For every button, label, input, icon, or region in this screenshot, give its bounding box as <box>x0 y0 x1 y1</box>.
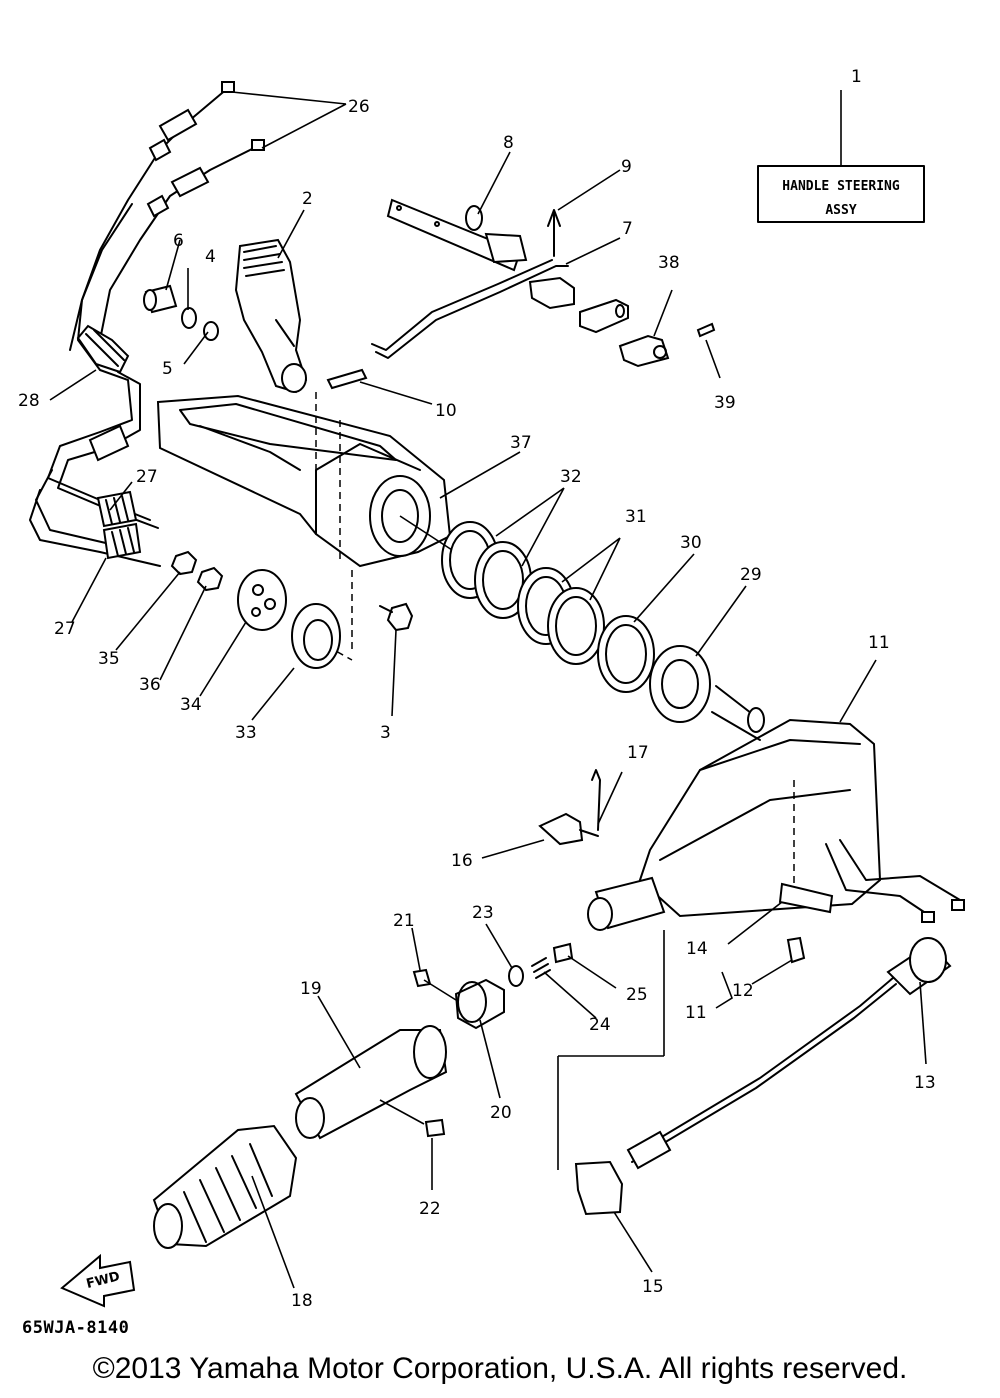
nut-36 <box>196 566 224 592</box>
handle-box-line2: ASSY <box>825 203 856 218</box>
callout-37: 37 <box>510 433 532 453</box>
throttle-stop-38 <box>618 334 670 368</box>
link-rod-7 <box>375 265 569 359</box>
callout-21: 21 <box>393 911 415 931</box>
callout-11a: 11 <box>868 633 890 653</box>
callout-24: 24 <box>589 1015 611 1035</box>
throttle-arm-assembly <box>528 276 629 334</box>
callout-6: 6 <box>173 231 184 251</box>
spring-24 <box>531 957 551 979</box>
friction-knob-16 <box>538 812 599 846</box>
callout-4: 4 <box>205 247 216 267</box>
steering-handle-11 <box>587 685 882 931</box>
plate-30 <box>597 615 655 693</box>
callout-36: 36 <box>139 675 161 695</box>
callout-28: 28 <box>18 391 40 411</box>
callout-19: 19 <box>300 979 322 999</box>
collar-bushing-6 <box>143 284 178 314</box>
callout-23: 23 <box>472 903 494 923</box>
label-10 <box>326 368 368 390</box>
callout-17: 17 <box>627 743 649 763</box>
callout-12: 12 <box>732 981 754 1001</box>
callout-numbers: 1 2 3 4 5 6 7 8 9 10 11 11 12 13 14 15 1… <box>18 67 936 1311</box>
handle-steering-assy-box: HANDLE STEERING ASSY <box>757 90 925 223</box>
throttle-lever-2 <box>234 238 308 394</box>
callout-11b: 11 <box>685 1003 707 1023</box>
copyright-notice: ©2013 Yamaha Motor Corporation, U.S.A. A… <box>92 1352 908 1385</box>
callout-34: 34 <box>180 695 202 715</box>
callout-7: 7 <box>622 219 633 239</box>
steering-bracket-37 <box>156 394 452 568</box>
pin-17 <box>591 769 601 831</box>
cable-ends-right <box>825 839 965 923</box>
callout-10: 10 <box>435 401 457 421</box>
callout-18: 18 <box>291 1291 313 1311</box>
callout-29: 29 <box>740 565 762 585</box>
callout-25: 25 <box>626 985 648 1005</box>
callout-32: 32 <box>560 467 582 487</box>
plate-29 <box>649 645 711 723</box>
callout-35: 35 <box>98 649 120 669</box>
callout-22: 22 <box>419 1199 441 1219</box>
collar-33 <box>291 603 341 669</box>
collar-20 <box>454 978 505 1030</box>
callout-16: 16 <box>451 851 473 871</box>
screw-21 <box>412 968 432 988</box>
friction-plates-32 <box>441 521 532 619</box>
callout-26: 26 <box>348 97 370 117</box>
drawing-code: 65WJA-8140 <box>22 1318 130 1338</box>
pin-39 <box>696 322 716 338</box>
callout-14: 14 <box>686 939 708 959</box>
callout-30: 30 <box>680 533 702 553</box>
friction-plates-31 <box>517 567 605 665</box>
callout-15: 15 <box>642 1277 664 1297</box>
callout-20: 20 <box>490 1103 512 1123</box>
wave-washer-5 <box>203 321 219 341</box>
callout-33: 33 <box>235 723 257 743</box>
washer-23 <box>508 965 524 987</box>
washer-4 <box>181 307 197 329</box>
callout-39: 39 <box>714 393 736 413</box>
bolt-12 <box>786 936 806 964</box>
callout-27a: 27 <box>136 467 158 487</box>
nut-35 <box>170 550 198 576</box>
callout-2: 2 <box>302 189 313 209</box>
link-rod-7-inner <box>371 259 553 351</box>
plate-14 <box>778 882 834 914</box>
callout-13: 13 <box>914 1073 936 1093</box>
callout-8: 8 <box>503 133 514 153</box>
callout-27b: 27 <box>54 619 76 639</box>
throttle-shaft-8 <box>386 198 528 272</box>
cable-13 <box>626 937 952 1170</box>
cable-plate-34 <box>237 569 287 631</box>
callout-5: 5 <box>162 359 173 379</box>
callout-3: 3 <box>380 723 391 743</box>
callout-38: 38 <box>658 253 680 273</box>
pin-25 <box>552 942 574 964</box>
bolt-3 <box>379 602 414 632</box>
cotter-pin-9 <box>547 209 561 257</box>
throttle-tube-19 <box>294 1025 448 1140</box>
throttle-grip-18 <box>152 1124 298 1249</box>
callout-9: 9 <box>621 157 632 177</box>
leader-lines <box>49 91 927 1289</box>
callout-1: 1 <box>851 67 862 87</box>
screw-22 <box>424 1118 446 1138</box>
callout-31: 31 <box>625 507 647 527</box>
fwd-arrow-icon: FWD <box>60 1253 136 1308</box>
handle-box-line1: HANDLE STEERING <box>782 179 900 194</box>
throttle-cables <box>29 81 265 567</box>
bracket-15 <box>574 1160 624 1216</box>
